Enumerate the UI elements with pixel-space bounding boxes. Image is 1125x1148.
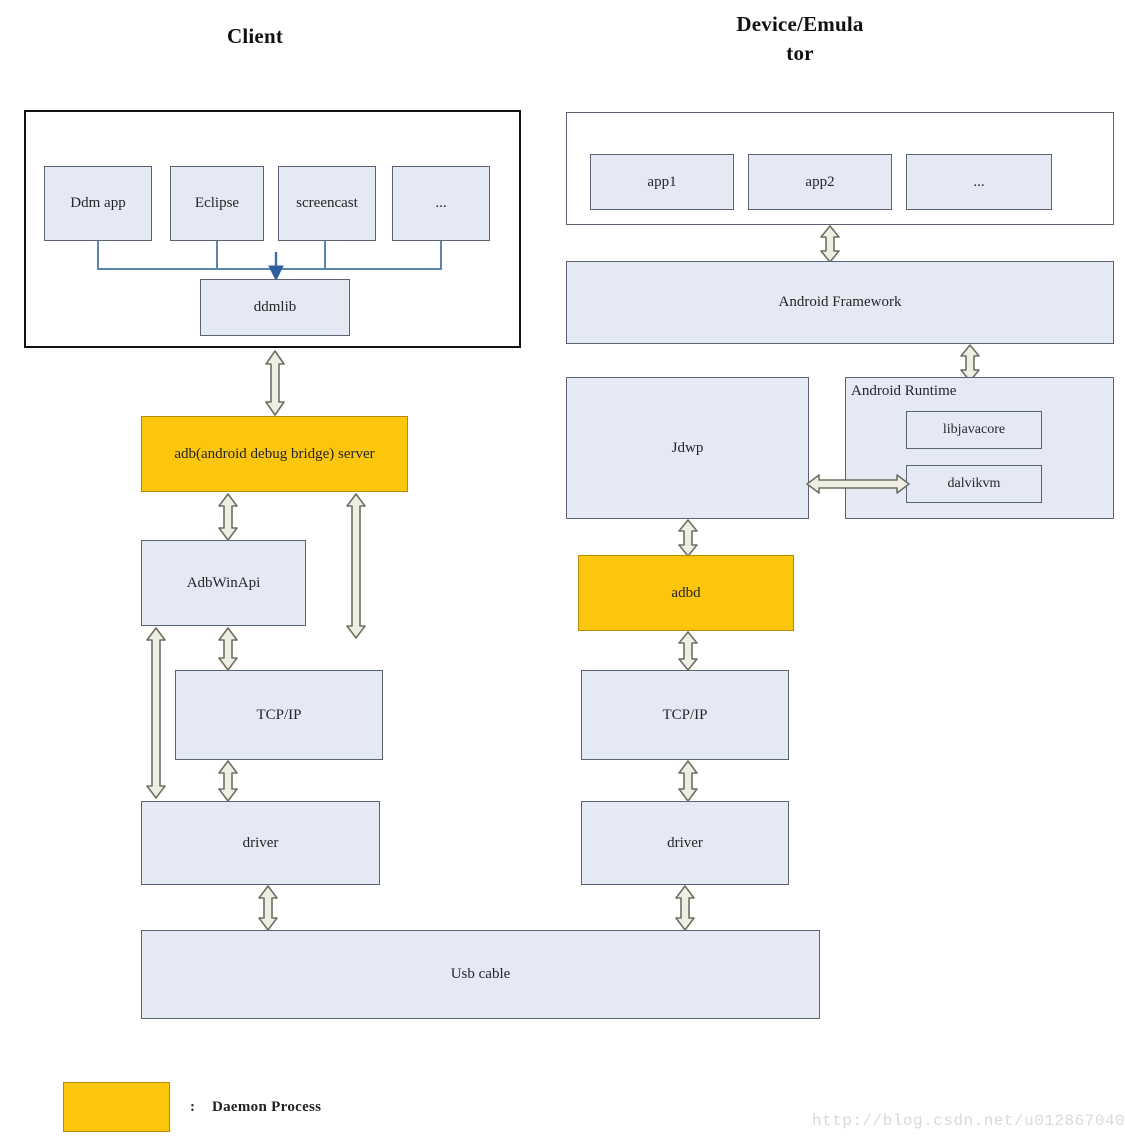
android-framework-box[interactable]: Android Framework [566, 261, 1114, 344]
arrow-device-apps-to-framework [817, 225, 843, 263]
android-framework-label: Android Framework [778, 294, 902, 310]
adbwinapi-box[interactable]: AdbWinApi [141, 540, 306, 626]
connector-ddm-app-vertical [97, 241, 99, 269]
arrow-client-driver-to-usb [255, 885, 281, 931]
client-driver-label: driver [242, 834, 279, 851]
connector-screencast-vertical [324, 241, 326, 269]
client-app-label: ... [435, 195, 447, 211]
adb-server-label: adb(android debug bridge) server [174, 445, 375, 462]
arrow-client-to-adb-server [262, 350, 288, 416]
device-app-label: ... [973, 173, 985, 190]
client-tcpip-label: TCP/IP [256, 706, 302, 723]
client-app-eclipse[interactable]: Eclipse [170, 166, 264, 241]
watermark-text: http://blog.csdn.net/u012867040 [812, 1112, 1125, 1130]
client-ddmlib-box[interactable]: ddmlib [200, 279, 350, 336]
legend-colon-text: : [190, 1099, 195, 1115]
client-app-label: screencast [296, 195, 358, 211]
jdwp-box[interactable]: Jdwp [566, 377, 809, 519]
device-app-app2[interactable]: app2 [748, 154, 892, 210]
arrow-jdwp-to-adbd [675, 519, 701, 557]
usb-cable-box[interactable]: Usb cable [141, 930, 820, 1019]
device-tcpip-label: TCP/IP [662, 706, 708, 723]
arrow-adbd-to-tcpip [675, 631, 701, 671]
jdwp-label: Jdwp [671, 439, 704, 456]
arrow-jdwp-to-dalvikvm [806, 472, 910, 496]
legend-colon: : [190, 1099, 195, 1116]
device-title-line2: tor [786, 41, 814, 65]
arrow-device-driver-to-usb [672, 885, 698, 931]
connector-more-vertical [440, 241, 442, 269]
device-tcpip-box[interactable]: TCP/IP [581, 670, 789, 760]
client-title-text: Client [226, 24, 284, 48]
ddmlib-label: ddmlib [253, 299, 297, 315]
arrow-device-tcpip-to-driver [675, 760, 701, 802]
usb-cable-label: Usb cable [450, 966, 511, 982]
client-tcpip-box[interactable]: TCP/IP [175, 670, 383, 760]
client-app-label: Eclipse [194, 195, 240, 211]
device-app-more[interactable]: ... [906, 154, 1052, 210]
connector-horizontal-bus [97, 268, 442, 270]
device-driver-box[interactable]: driver [581, 801, 789, 885]
dalvikvm-label: dalvikvm [947, 476, 1001, 491]
libjavacore-box[interactable]: libjavacore [906, 411, 1042, 449]
client-app-more[interactable]: ... [392, 166, 490, 241]
adbd-box[interactable]: adbd [578, 555, 794, 631]
legend-daemon-swatch [63, 1082, 170, 1132]
legend-daemon-label-text: Daemon Process [212, 1099, 322, 1115]
client-driver-box[interactable]: driver [141, 801, 380, 885]
dalvikvm-box[interactable]: dalvikvm [906, 465, 1042, 503]
device-driver-label: driver [667, 834, 703, 851]
device-title: Device/Emula tor [680, 10, 920, 68]
arrow-client-tcpip-to-driver [215, 760, 241, 802]
connector-ddmlib-arrowhead [266, 252, 286, 282]
device-title-line1: Device/Emula [736, 12, 864, 36]
arrow-adbwinapi-to-tcpip [215, 627, 241, 671]
adb-server-box[interactable]: adb(android debug bridge) server [141, 416, 408, 492]
adbd-label: adbd [671, 584, 701, 601]
client-app-label: Ddm app [70, 195, 126, 211]
arrow-adb-server-to-adbwinapi [215, 493, 241, 541]
device-app-app1[interactable]: app1 [590, 154, 734, 210]
device-app-label: app1 [647, 173, 677, 190]
libjavacore-label: libjavacore [942, 422, 1006, 437]
client-title: Client [150, 22, 360, 51]
android-runtime-label-text: Android Runtime [851, 383, 957, 399]
client-app-ddm-app[interactable]: Ddm app [44, 166, 152, 241]
android-runtime-label: Android Runtime [851, 383, 956, 400]
device-app-label: app2 [805, 173, 835, 190]
adbwinapi-label: AdbWinApi [186, 574, 261, 591]
watermark: http://blog.csdn.net/u012867040 [812, 1112, 1125, 1130]
connector-eclipse-vertical [216, 241, 218, 269]
legend-daemon-label: Daemon Process [212, 1099, 321, 1116]
arrow-adbwinapi-to-driver-bypass [143, 627, 169, 799]
arrow-adb-server-to-tcpip-bypass [343, 493, 369, 639]
client-app-screencast[interactable]: screencast [278, 166, 376, 241]
